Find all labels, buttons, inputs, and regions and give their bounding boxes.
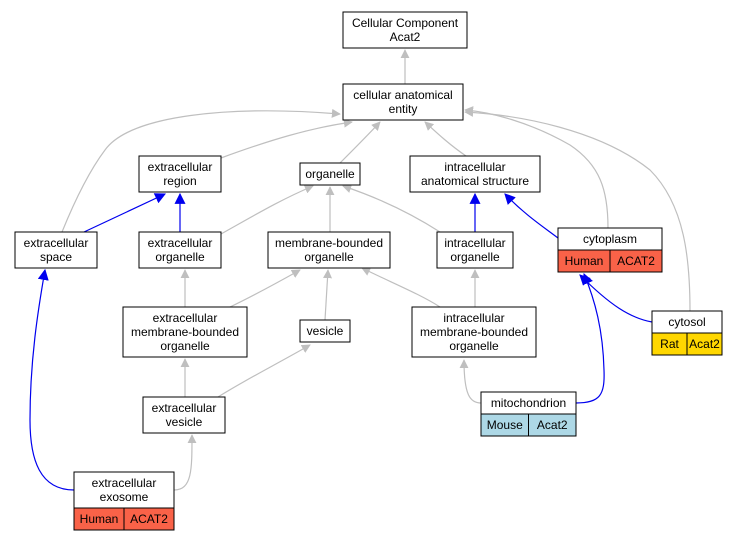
node-box[interactable] [14,231,98,269]
edge-mito-imbo [459,359,482,404]
node-label: extracellular [24,236,89,250]
node-label: cytosol [668,315,705,329]
node-ves[interactable]: vesicle [299,319,351,343]
edge-imbo-mbo [361,267,441,308]
edge-embo-mbo [229,269,301,308]
edge-es-er [83,193,166,233]
node-box[interactable] [436,231,514,269]
node-label: exosome [100,490,149,504]
node-org[interactable]: organelle [299,162,361,186]
edge-org-cae [339,121,381,164]
edge-mito-cyto [575,272,605,404]
node-label: organelle [155,250,205,264]
edge-io-org [342,184,441,233]
gene-label: Acat2 [689,337,720,351]
node-label: organelle [160,339,210,353]
node-label: intracellular [444,236,505,250]
edge-exo-es [29,268,75,491]
node-label: mitochondrion [491,396,566,410]
node-label: extracellular [152,401,217,415]
node-box[interactable] [142,396,226,434]
species-label: Human [80,512,119,526]
node-label: organelle [305,167,355,181]
node-label: intracellular [444,160,505,174]
node-box[interactable] [342,83,464,121]
node-label: entity [389,102,418,116]
edge-cyto-ias [504,193,559,239]
edges-layer [29,49,691,491]
edge-eo-org [220,185,314,235]
node-label: region [163,174,196,188]
node-label: organelle [450,250,500,264]
species-tag: Mouse Acat2 [480,413,577,437]
node-label: cellular anatomical [353,88,452,102]
node-box[interactable] [411,306,537,358]
node-label: anatomical structure [421,174,529,188]
edge-es-cae [61,108,341,233]
node-box[interactable] [267,231,391,269]
species-tag: Rat Acat2 [651,332,723,356]
node-box[interactable] [299,319,351,343]
species-label: Human [565,254,604,268]
species-tag: Human ACAT2 [557,249,663,273]
gene-label: ACAT2 [130,512,168,526]
node-label: cytoplasm [583,232,637,246]
gene-label: Acat2 [537,418,568,432]
node-label: extracellular [148,160,213,174]
node-label: membrane-bounded [420,325,528,339]
node-label: Cellular Component [352,16,459,30]
edge-ev-ves [217,344,311,398]
edge-er-cae [220,118,353,159]
node-box[interactable] [138,155,222,193]
species-label: Mouse [487,418,523,432]
node-label: membrane-bounded [131,325,239,339]
species-tag: Human ACAT2 [73,507,175,531]
node-label: extracellular [148,236,213,250]
node-label: organelle [449,339,499,353]
node-box[interactable] [138,231,222,269]
node-label: extracellular [153,311,218,325]
node-box[interactable] [299,162,361,186]
node-box[interactable] [342,11,468,49]
node-label: space [40,250,72,264]
node-label: Acat2 [390,30,421,44]
node-label: membrane-bounded [275,236,383,250]
node-box[interactable] [409,155,541,193]
node-label: extracellular [92,476,157,490]
gene-label: ACAT2 [617,254,655,268]
species-label: Rat [660,337,679,351]
node-label: organelle [304,250,354,264]
node-label: vesicle [307,324,344,338]
node-label: intracellular [443,311,504,325]
node-label: vesicle [166,415,203,429]
edge-cytosol-cae [464,107,691,312]
edge-ves-mbo [323,269,333,321]
edge-ias-cae [424,121,467,157]
edge-cytosol-cyto [579,274,653,323]
node-box[interactable] [122,306,248,358]
edge-exo-ev [173,434,197,491]
